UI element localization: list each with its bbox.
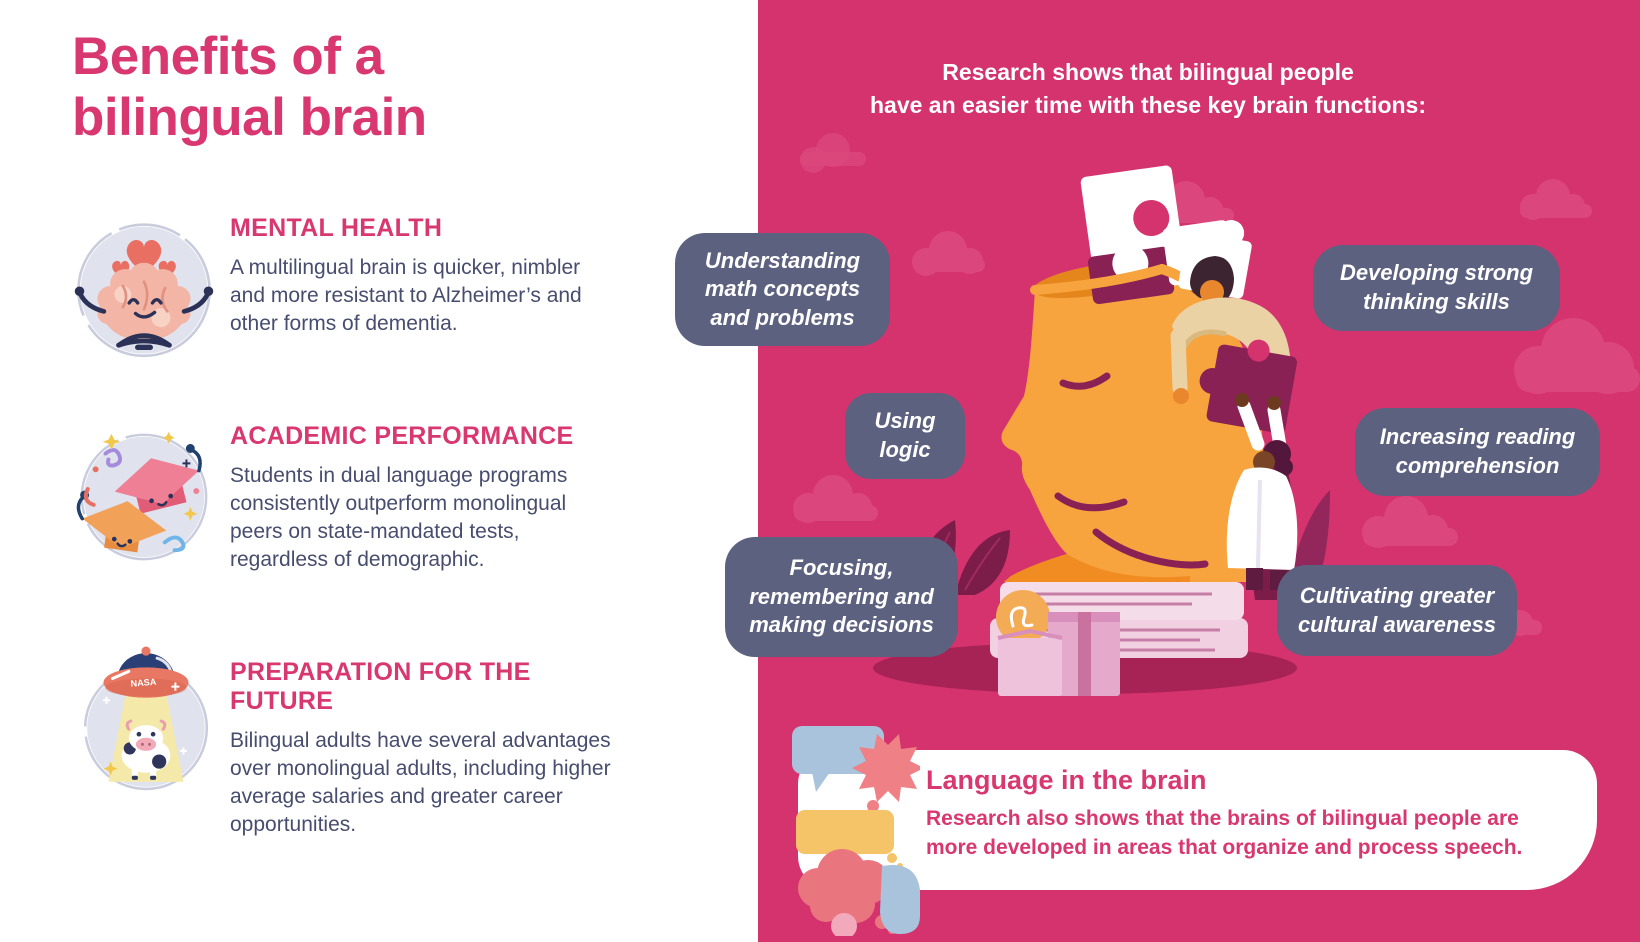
ufo-cow-icon: NASA [70, 642, 218, 799]
callout-reading: Increasing reading comprehension [1355, 408, 1600, 496]
callout-thinking: Developing strong thinking skills [1313, 245, 1560, 331]
language-card: Language in the brain Research also show… [798, 750, 1597, 890]
callout-cultural: Cultivating greater cultural awareness [1277, 565, 1517, 656]
left-panel: Benefits of a bilingual brain [0, 0, 758, 942]
section-heading: ACADEMIC PERFORMANCE [230, 422, 574, 450]
section-body: Bilingual adults have several advantages… [230, 729, 611, 836]
section-body: Students in dual language programs consi… [230, 464, 568, 571]
card-body: Research also shows that the brains of b… [926, 807, 1523, 859]
callout-logic: Using logic [845, 393, 965, 479]
page-title: Benefits of a bilingual brain [72, 27, 427, 148]
section-body: A multilingual brain is quicker, nimbler… [230, 256, 582, 335]
nasa-label: NASA [130, 677, 157, 689]
speech-bubbles-icon [792, 726, 920, 936]
callout-focus: Focusing, remembering and making decisio… [725, 537, 958, 657]
card-title: Language in the brain [926, 765, 1207, 795]
callout-math: Understanding math concepts and problems [675, 233, 890, 346]
meditating-brain-icon [70, 212, 218, 365]
graduation-caps-icon [70, 420, 218, 573]
section-academic-performance: ACADEMIC PERFORMANCE Students in dual la… [70, 420, 616, 574]
section-heading: MENTAL HEALTH [230, 214, 443, 242]
background-clouds [793, 133, 1640, 639]
puzzle-head-illustration [873, 165, 1330, 696]
right-panel-header: Research shows that bilingual people hav… [869, 59, 1426, 118]
section-mental-health: MENTAL HEALTH A multilingual brain is qu… [70, 212, 616, 365]
section-heading: PREPARATION FOR THE FUTURE [230, 658, 531, 715]
section-preparation-future: NASA [70, 642, 616, 839]
